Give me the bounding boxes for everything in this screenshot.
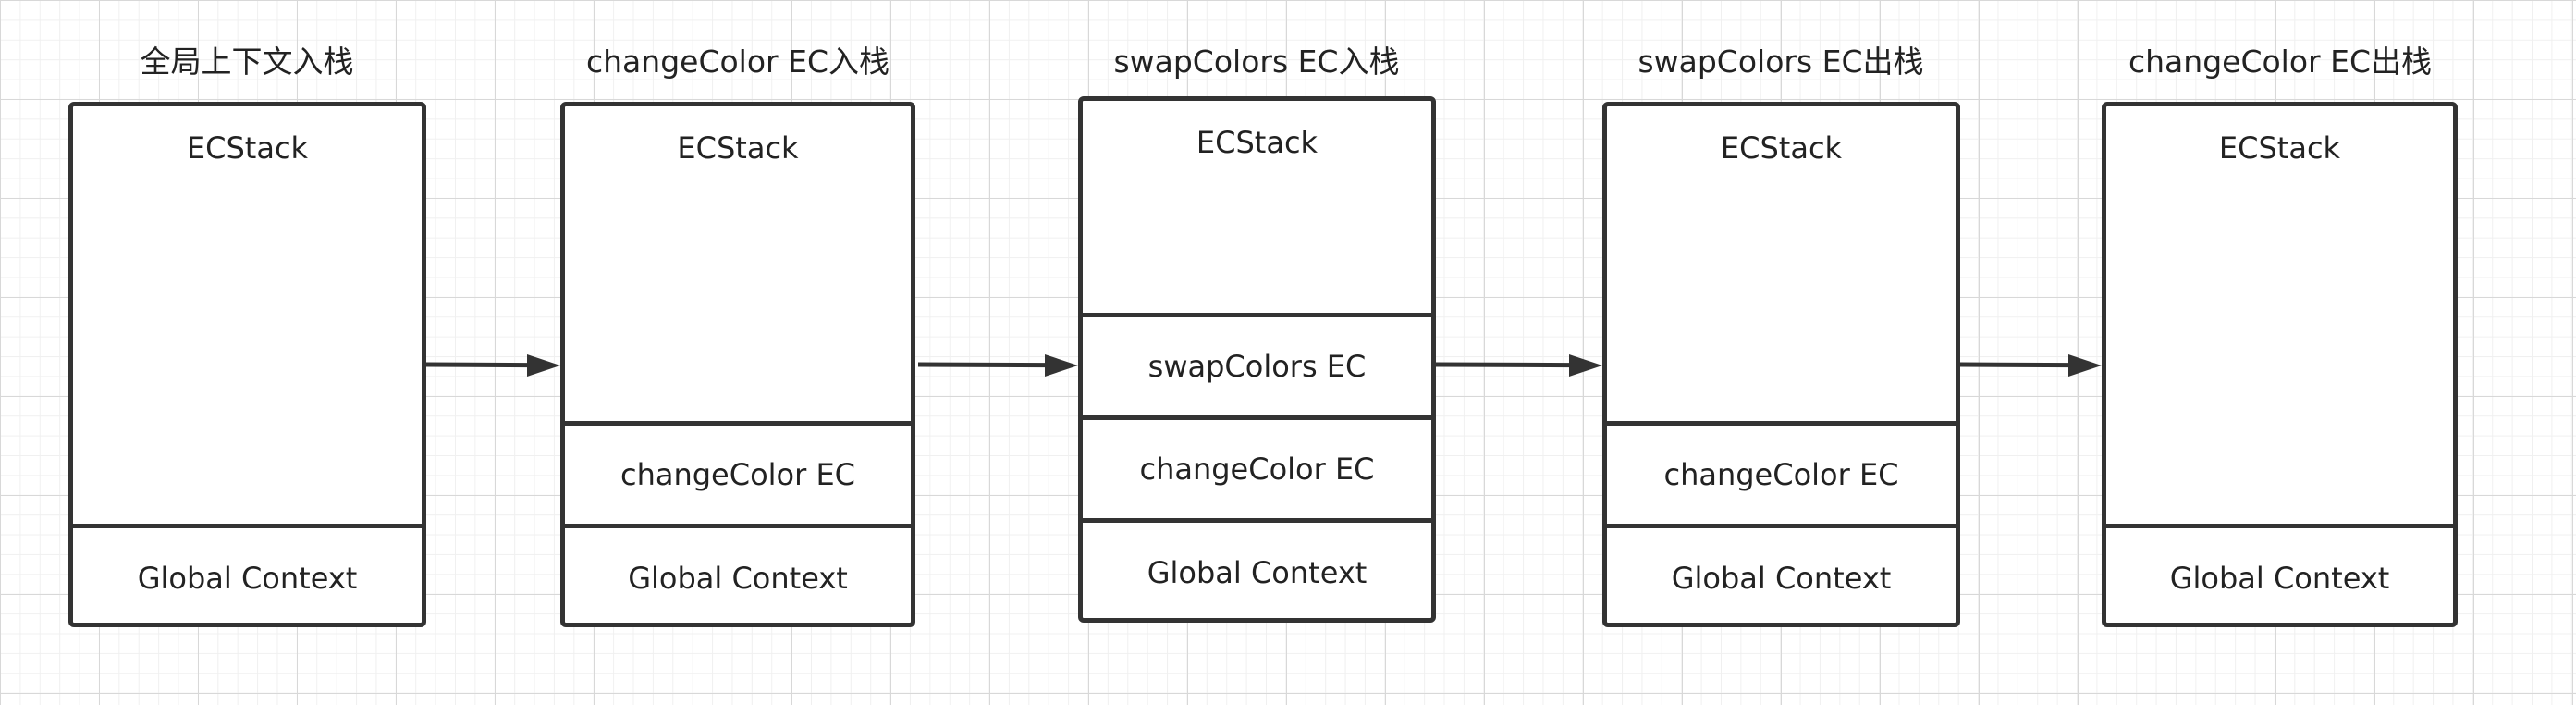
ecstack-label: ECStack [186,130,309,166]
ecstack-step-2: ECStack changeColor EC Global Context [560,102,915,627]
arrowhead-icon [1569,354,1602,377]
ecstack-label: ECStack [677,130,799,166]
step-4-title: swapColors EC出栈 [1638,43,1924,80]
ecstack-label: ECStack [1720,130,1843,166]
arrowhead-icon [2068,354,2102,377]
ecstack-step-5: ECStack Global Context [2102,102,2458,627]
stack-frame-changecolor-ec: changeColor EC [1607,421,1956,524]
stack-frame-changecolor-ec: changeColor EC [565,421,911,524]
stack-frame-changecolor-ec: changeColor EC [1083,415,1431,518]
step-3-title: swapColors EC入栈 [1113,43,1400,80]
arrowhead-icon [527,354,560,377]
ecstack-step-4: ECStack changeColor EC Global Context [1602,102,1960,627]
stack-frame-global-context: Global Context [565,524,911,627]
step-5-title: changeColor EC出栈 [2128,43,2432,80]
arrowhead-icon [1045,354,1078,377]
stack-frame-global-context: Global Context [2106,524,2453,627]
stack-frame-swapcolors-ec: swapColors EC [1083,313,1431,415]
step-1-title: 全局上下文入栈 [140,43,354,80]
ecstack-label: ECStack [2218,130,2341,166]
ecstack-step-3: ECStack swapColors EC changeColor EC Glo… [1078,96,1436,623]
ecstack-step-1: ECStack Global Context [68,102,426,627]
stack-frame-global-context: Global Context [73,524,422,627]
step-2-title: changeColor EC入栈 [586,43,889,80]
ecstack-label: ECStack [1196,125,1319,160]
stack-frame-global-context: Global Context [1607,524,1956,627]
stack-frame-global-context: Global Context [1083,518,1431,623]
